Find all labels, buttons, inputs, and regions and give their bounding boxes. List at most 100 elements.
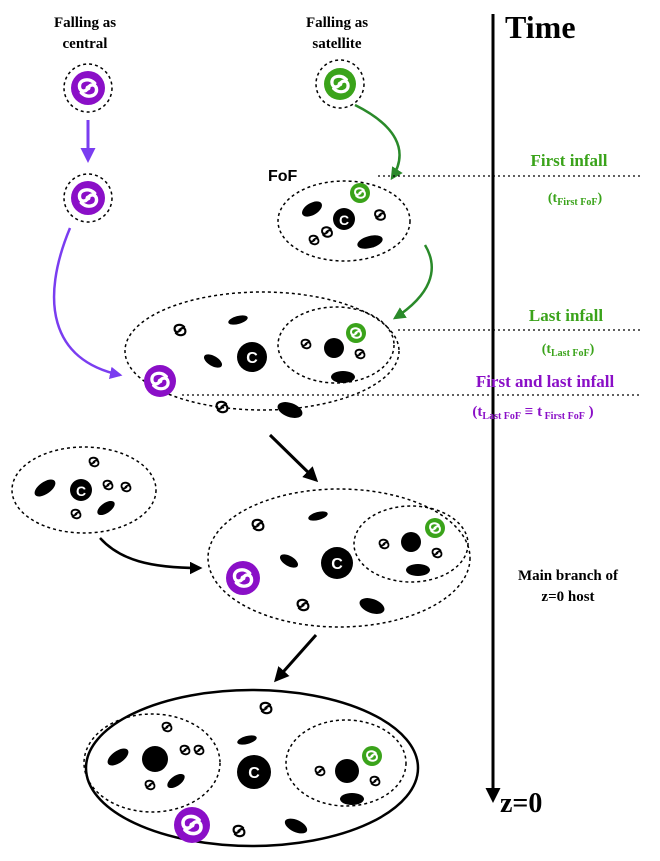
incoming-spiral-2 (102, 479, 114, 491)
fl-time-close: ) (585, 404, 594, 420)
host1-elliptical-2 (203, 354, 223, 368)
central-galaxy-halo-1 (63, 63, 113, 113)
final-right-subgroup-central (335, 759, 359, 783)
final-left-subgroup-elliptical-2 (167, 773, 185, 789)
fl-time-open: (t (472, 404, 482, 420)
first-last-infall-label: First and last infall (476, 372, 615, 391)
first-last-infall-time: (tLast FoF ≡ t First FoF ) (472, 404, 593, 422)
final-central-c-label: C (248, 765, 260, 782)
fof-elliptical-1 (302, 201, 322, 217)
fof-elliptical-2 (357, 235, 383, 249)
final-right-subgroup-halo (285, 719, 407, 807)
final-elliptical-1 (237, 735, 257, 745)
last-infall-time-sub: Last FoF (551, 348, 590, 359)
final-left-subgroup-spiral-2 (179, 744, 191, 756)
final-right-subgroup-spiral-2 (369, 775, 381, 787)
first-infall-time-close: ) (597, 191, 602, 206)
incoming-spiral-4 (120, 481, 132, 493)
host2-spiral-2 (296, 598, 310, 612)
final-right-subgroup-spiral-1 (314, 765, 326, 777)
final-left-subgroup-halo (83, 713, 221, 813)
fof-central-c-label: C (339, 212, 349, 228)
fof-group-halo (277, 180, 411, 262)
fof-spiral-3 (374, 209, 386, 221)
final-central-c (237, 755, 271, 789)
central-galaxy-halo-2 (63, 173, 113, 223)
last-infall-time: (tLast FoF) (542, 342, 595, 359)
host2-central-c-label: C (331, 556, 343, 573)
final-spiral-2 (232, 824, 246, 838)
host2-subgroup-spiral-1 (378, 538, 390, 550)
final-left-subgroup-central (142, 746, 168, 772)
main-branch-label-line2: z=0 host (541, 589, 594, 605)
incoming-central-c (70, 479, 92, 501)
host-halo-stage1 (124, 291, 400, 411)
host1-subgroup-elliptical (331, 371, 355, 383)
fof-spiral-2 (308, 234, 320, 246)
first-infall-time-open: (t (548, 191, 558, 206)
fof-spiral-1 (321, 226, 333, 238)
host1-elliptical-3 (277, 402, 303, 418)
merge-arrow-2 (274, 634, 318, 683)
final-left-subgroup-spiral-1 (161, 721, 173, 733)
host1-central-c-label: C (246, 350, 258, 367)
host2-subgroup-elliptical (406, 564, 430, 576)
fof-central-c (333, 208, 355, 230)
host2-subgroup-spiral-2 (431, 547, 443, 559)
host1-subgroup-halo (277, 306, 395, 384)
merge-arrow-1 (268, 433, 319, 483)
falling-satellite-label-line1: Falling as (306, 15, 368, 31)
host2-subgroup-halo (353, 505, 469, 583)
host1-subgroup-spiral-1 (300, 338, 312, 350)
final-left-subgroup-spiral-3 (144, 779, 156, 791)
host1-central-c (237, 342, 267, 372)
main-branch-label-line1: Main branch of (518, 568, 619, 584)
satellite-galaxy-halo (315, 59, 365, 109)
incoming-spiral-3 (70, 508, 82, 520)
falling-central-label-line2: central (63, 36, 108, 52)
host2-central-c (321, 547, 353, 579)
host2-spiral-1 (251, 518, 265, 532)
satellite-arrow-1 (354, 103, 403, 181)
first-infall-label: First infall (531, 151, 608, 170)
final-right-subgroup-elliptical (340, 793, 364, 805)
final-left-subgroup-elliptical-1 (107, 748, 129, 766)
fof-label: FoF (268, 168, 298, 185)
host2-elliptical-3 (359, 598, 385, 614)
host2-elliptical-2 (279, 554, 299, 568)
host1-spiral-1 (173, 323, 187, 337)
incoming-central-c-label: C (76, 483, 86, 499)
host2-subgroup-central (401, 532, 421, 552)
host1-spiral-2 (215, 400, 229, 414)
host-halo-stage2 (207, 488, 471, 628)
satellite-arrow-2 (392, 244, 433, 320)
host1-subgroup-central (324, 338, 344, 358)
last-infall-label: Last infall (529, 306, 603, 325)
first-infall-time: (tFirst FoF) (548, 191, 603, 208)
time-label: Time (505, 9, 576, 45)
final-spiral-1 (259, 701, 273, 715)
fl-equiv: ≡ t (521, 404, 542, 420)
falling-satellite-label-line2: satellite (312, 36, 361, 52)
host1-subgroup-spiral-2 (354, 348, 366, 360)
incoming-elliptical-2 (97, 500, 115, 516)
incoming-spiral-1 (88, 456, 100, 468)
fl-time-sub1: Last FoF (482, 411, 521, 422)
z0-label: z=0 (500, 788, 542, 819)
host2-elliptical-1 (308, 511, 328, 521)
incoming-arrow (99, 537, 203, 575)
falling-central-label-line1: Falling as (54, 15, 116, 31)
last-infall-time-open: (t (542, 342, 552, 357)
host-halo-final (84, 688, 420, 848)
first-infall-time-sub: First FoF (557, 197, 597, 208)
central-arrow-2 (52, 227, 123, 380)
incoming-group-halo (11, 446, 157, 534)
final-elliptical-2 (284, 818, 308, 834)
last-infall-time-close: ) (590, 342, 595, 357)
host1-elliptical-1 (228, 315, 248, 325)
final-left-subgroup-spiral-4 (193, 744, 205, 756)
incoming-elliptical-1 (34, 479, 56, 497)
fl-time-sub2: First FoF (542, 411, 585, 422)
